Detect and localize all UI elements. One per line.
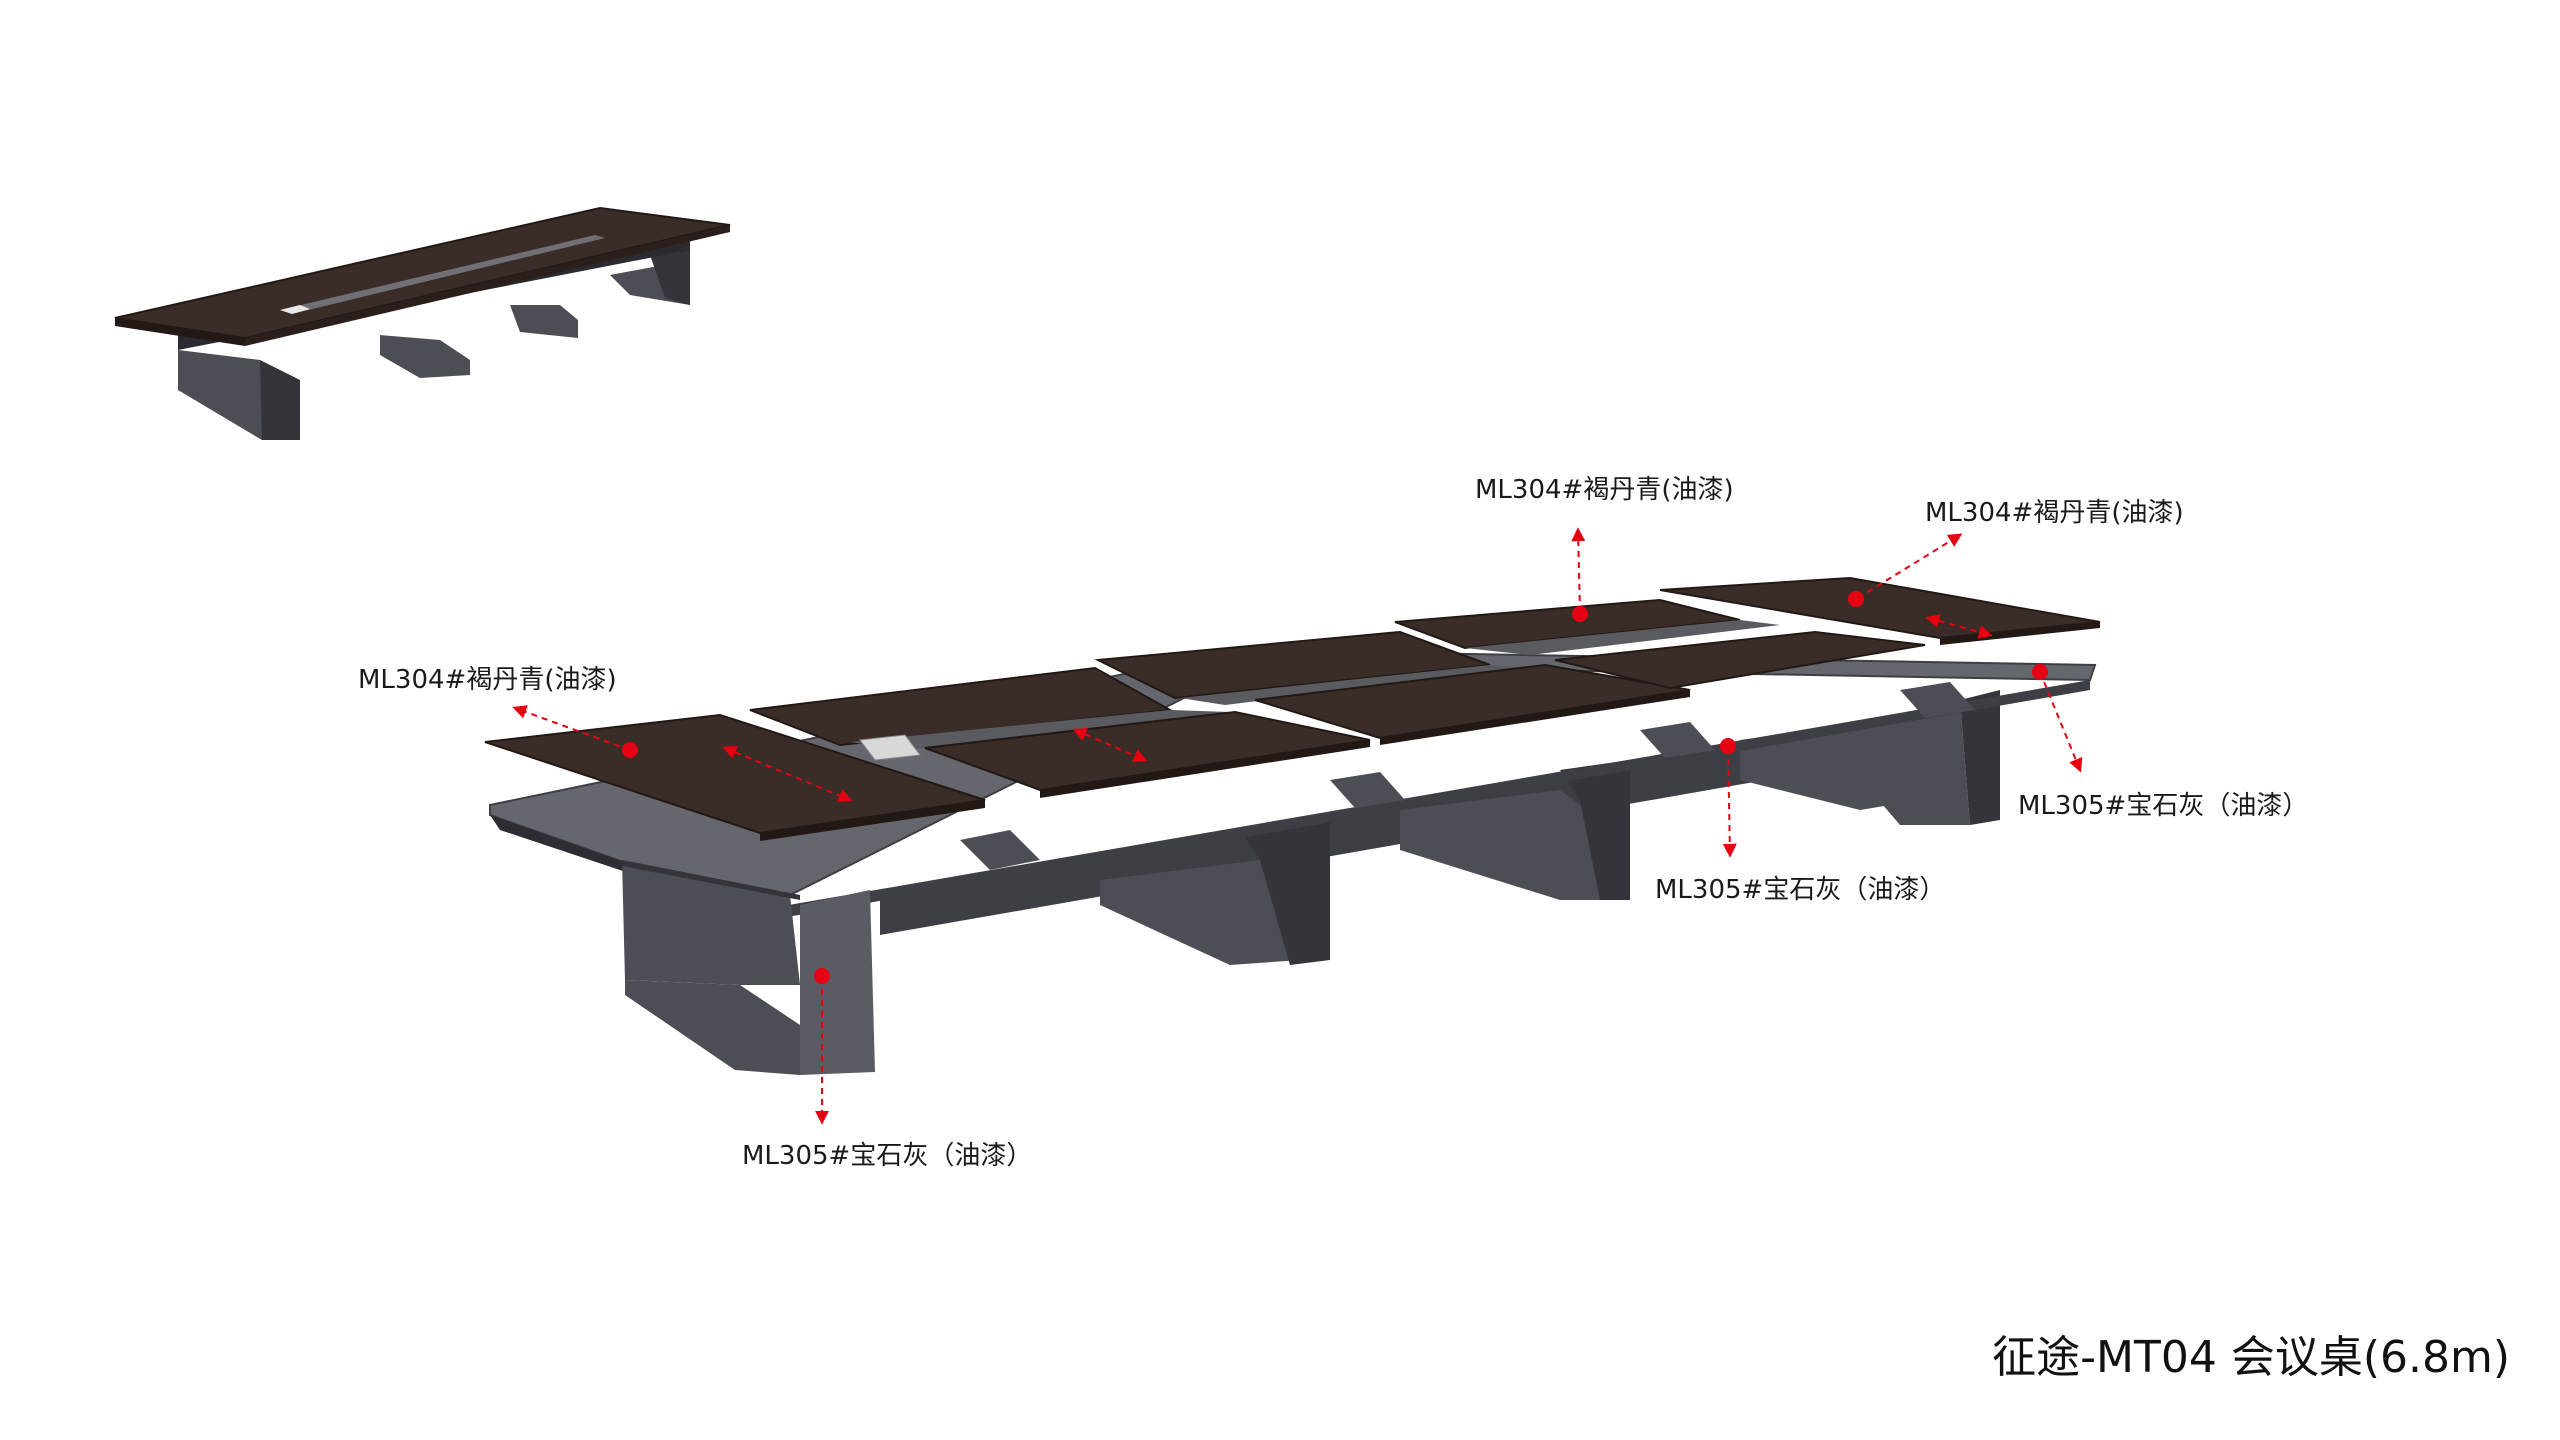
assembled-table-thumbnail <box>114 206 731 440</box>
callout-arrow <box>1722 747 1737 858</box>
callout-arrow <box>1857 533 1963 599</box>
base-frame-edge <box>760 680 2090 920</box>
frame-joint <box>960 830 1040 870</box>
middle-leg <box>1400 760 1630 900</box>
callout-arrow <box>1072 727 1148 763</box>
callout-markers <box>622 591 2048 984</box>
callout-arrow <box>512 705 631 751</box>
material-label-wood-right: ML304#褐丹青(油漆) <box>1925 498 2184 528</box>
cable-tray <box>1465 620 1780 655</box>
thumbnail-edge <box>245 225 730 346</box>
cable-tray <box>850 710 1230 750</box>
thumbnail-leg <box>510 305 578 338</box>
frame-joint <box>1900 682 1975 718</box>
marker-dot <box>2032 664 2048 680</box>
product-title: 征途-MT04 会议桌(6.8m) <box>1992 1332 2510 1383</box>
marker-dot <box>814 968 830 984</box>
material-label-metal-left: ML305#宝石灰（油漆） <box>742 1141 1032 1171</box>
middle-leg <box>1100 815 1330 965</box>
frame-joint <box>1640 722 1715 758</box>
material-label-wood-left: ML304#褐丹青(油漆) <box>358 665 617 695</box>
callout-arrow <box>2039 671 2083 773</box>
marker-dot <box>1848 591 1864 607</box>
marker-dot <box>622 742 638 758</box>
end-leg-right <box>1870 690 2000 825</box>
tabletop-panel <box>1254 663 1691 745</box>
material-label-metal-right: ML305#宝石灰（油漆） <box>2018 791 2308 821</box>
callouts <box>512 527 2083 1125</box>
thumbnail-leg <box>610 245 690 305</box>
cable-tray <box>1180 665 1530 705</box>
thumbnail-leg <box>178 350 300 440</box>
callout-arrow <box>722 745 853 803</box>
exploded-table <box>484 576 2101 1075</box>
power-socket <box>859 734 921 761</box>
tabletop-panel <box>1554 630 1926 690</box>
tabletop-panel <box>1659 576 2101 645</box>
callout-arrow <box>1571 527 1586 613</box>
end-leg-left <box>622 860 875 1075</box>
thumbnail-cable-channel <box>280 235 605 314</box>
marker-dot <box>1720 738 1736 754</box>
material-label-wood-middle: ML304#褐丹青(油漆) <box>1475 475 1734 505</box>
thumbnail-leg <box>380 335 470 378</box>
thumbnail-power-box <box>280 305 310 314</box>
frame-joint <box>1330 772 1405 808</box>
marker-dot <box>1572 606 1588 622</box>
thumbnail-edge <box>115 318 245 346</box>
material-label-metal-middle: ML305#宝石灰（油漆） <box>1655 875 1945 905</box>
